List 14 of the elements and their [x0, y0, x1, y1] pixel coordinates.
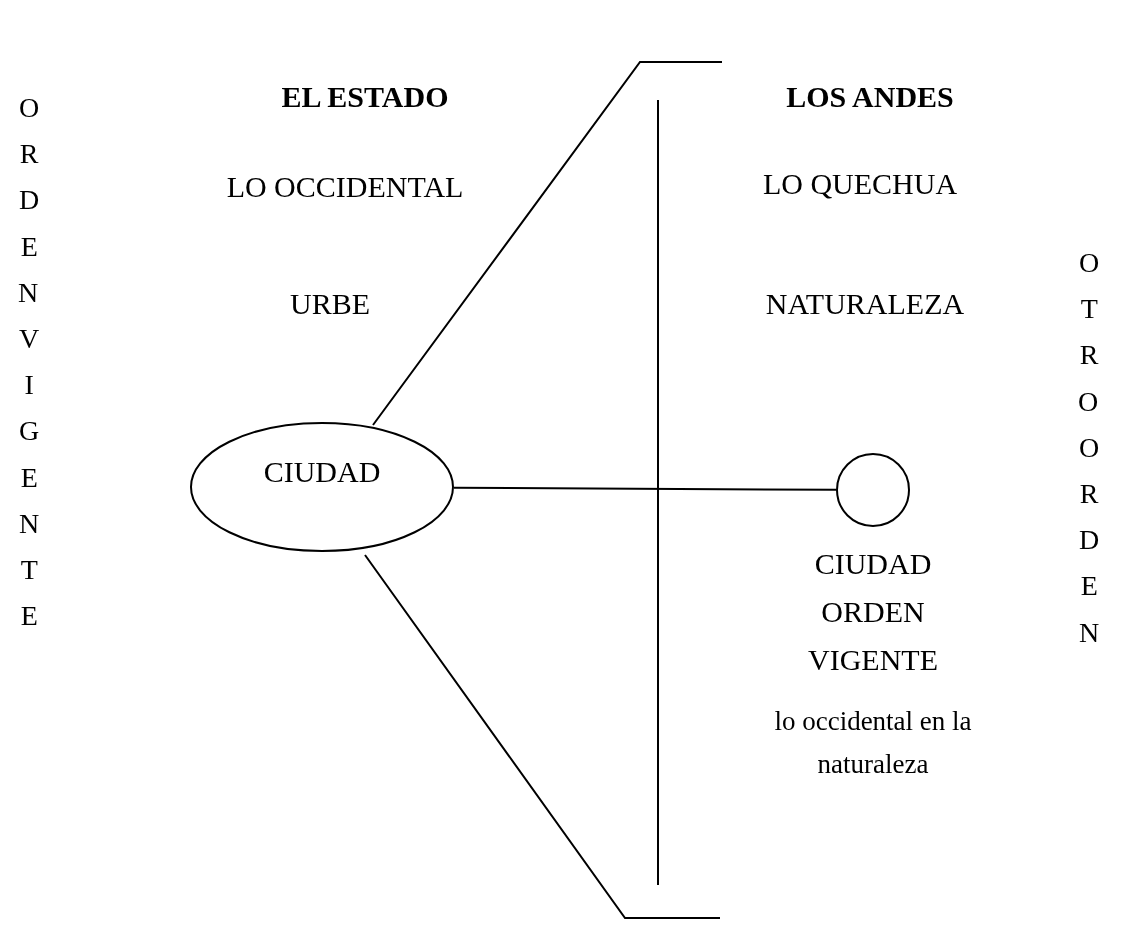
label-text: NATURALEZA [765, 287, 965, 320]
node [190, 422, 454, 552]
node-caption: lo occidental en la naturaleza [773, 705, 973, 782]
node-caption: CIUDAD ORDEN VIGENTE [807, 546, 939, 678]
vertical-label: ORDEN VIGENTE [18, 91, 41, 634]
node-label: CIUDAD [263, 455, 381, 489]
circle-node [836, 453, 910, 527]
label-text: LO QUECHUA [762, 167, 958, 200]
label-text: URBE [290, 287, 370, 320]
connector-line [453, 486, 837, 491]
heading: LOS ANDES [786, 80, 954, 113]
heading: EL ESTADO [281, 80, 449, 113]
vertical-label: OTRO ORDEN [1078, 246, 1101, 650]
label-text: LO OCCIDENTAL [226, 170, 464, 203]
